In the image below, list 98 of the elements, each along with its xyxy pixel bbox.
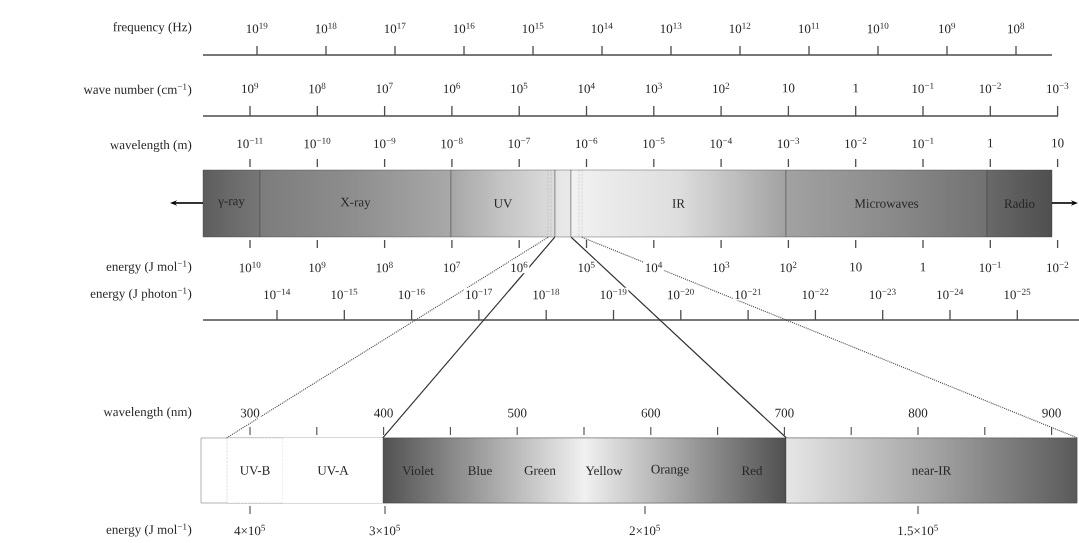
tick-label: 10$^{9}$	[937, 21, 957, 35]
band-label: Orange	[651, 464, 689, 477]
spectrum-band: near-IR	[785, 437, 1078, 504]
band-label: Green	[524, 466, 556, 475]
tick-label: 10$^{−6}$	[573, 136, 600, 150]
tick-label: 10$^{−2}$	[843, 136, 869, 150]
tick-label: 10$^{−22}$	[800, 287, 831, 301]
tick-label: 900	[1040, 407, 1063, 419]
tick-label: 10$^{−5}$	[641, 136, 667, 150]
spectrum-band: γ-ray	[202, 169, 261, 238]
axis-title: energy (J mol$^{−1}$)	[106, 260, 192, 274]
tick-label: 10$^{−9}$	[372, 136, 398, 150]
tick-label: 10$^{−17}$	[464, 287, 494, 301]
tick-label: 10$^{15}$	[520, 21, 546, 35]
tick-label: 10$^{−4}$	[708, 136, 734, 150]
tick-label: 10$^{−19}$	[598, 287, 629, 301]
axis-title: frequency (Hz)	[113, 22, 192, 34]
tick-label: 10	[780, 82, 796, 94]
zoom-line	[226, 236, 549, 439]
tick-label: 10$^{16}$	[451, 21, 477, 35]
tick-label: 10$^{3}$	[643, 81, 664, 95]
tick-label: 10$^{8}$	[374, 260, 395, 274]
tick-label: 10$^{−2}$	[1045, 260, 1071, 274]
tick-label: 10$^{−3}$	[775, 136, 801, 150]
tick-label: 10$^{2}$	[711, 81, 732, 95]
tick-label: 10$^{2}$	[778, 260, 799, 274]
axis-title: wavelength (m)	[109, 140, 192, 152]
node-label: UV-A	[317, 466, 349, 475]
tick-label: 1.5×10$^{5}$	[896, 523, 940, 537]
tick-label: 10$^{13}$	[658, 21, 684, 35]
spectrum-band	[554, 169, 572, 238]
tick-label: 600	[640, 407, 662, 419]
tick-label: 10$^{−16}$	[396, 287, 427, 301]
tick-label: 10	[1050, 137, 1066, 149]
tick-label: 10$^{9}$	[240, 81, 261, 95]
tick-label: 10$^{−1}$	[910, 81, 936, 95]
axis-title: wavelength (nm)	[103, 407, 192, 419]
tick-label: 800	[907, 407, 929, 419]
tick-label: 400	[372, 407, 395, 419]
tick-label: 10$^{19}$	[244, 21, 270, 35]
axis-title: energy (J mol$^{−1}$)	[106, 523, 192, 537]
tick-label: 10$^{−20}$	[665, 287, 696, 301]
tick-label: 10$^{14}$	[589, 21, 615, 35]
tick-label: 10$^{−21}$	[733, 287, 763, 301]
tick-label: 10$^{7}$	[441, 260, 462, 274]
tick-label: 700	[773, 407, 796, 419]
zoom-line	[382, 236, 556, 439]
tick-label: 10$^{−10}$	[302, 136, 333, 150]
tick-label: 10$^{−18}$	[531, 287, 562, 301]
tick-label: 10$^{−1}$	[977, 260, 1003, 274]
tick-label: 10$^{11}$	[796, 21, 822, 35]
tick-label: 10$^{−24}$	[935, 287, 965, 301]
tick-label: 10$^{−14}$	[262, 287, 292, 301]
tick-label: 10$^{−7}$	[506, 136, 532, 150]
tick-label: 10$^{6}$	[441, 81, 462, 95]
band-label: Blue	[468, 465, 492, 476]
tick-label: 10$^{4}$	[576, 81, 597, 95]
tick-label: 10$^{4}$	[643, 260, 664, 274]
band-label: Red	[741, 465, 763, 476]
tick-label: 10	[848, 261, 864, 273]
band-label: Yellow	[585, 465, 623, 476]
tick-label: 300	[239, 407, 261, 419]
tick-label: 1	[851, 82, 860, 94]
tick-label: 4×10$^{5}$	[233, 523, 267, 537]
tick-label: 10$^{17}$	[382, 21, 408, 35]
axis-title: energy (J photon$^{−1}$)	[90, 287, 192, 301]
tick-label: 3×10$^{5}$	[368, 523, 402, 537]
axis-title: wave number (cm$^{−1}$)	[83, 83, 192, 97]
tick-label: 10$^{10}$	[237, 260, 263, 274]
tick-label: 10$^{−3}$	[1045, 81, 1071, 95]
tick-label: 10$^{−25}$	[1002, 287, 1033, 301]
zoom-line	[581, 236, 1078, 439]
zoom-line	[570, 236, 787, 439]
tick-label: 10$^{5}$	[576, 260, 597, 274]
band-label: Violet	[402, 465, 434, 476]
tick-label: 10$^{−8}$	[439, 136, 465, 150]
spectrum-band: Radio	[986, 169, 1053, 238]
tick-label: 10$^{−23}$	[867, 287, 898, 301]
spectrum-band: UV-B	[226, 437, 284, 504]
tick-label: 500	[506, 407, 528, 419]
tick-label: 10$^{8}$	[1006, 21, 1026, 35]
tick-label: 10$^{5}$	[509, 81, 530, 95]
tick-label: 10$^{12}$	[727, 21, 753, 35]
tick-label: 10$^{−1}$	[910, 136, 936, 150]
tick-label: 10$^{9}$	[307, 260, 328, 274]
tick-label: 1	[986, 137, 995, 149]
tick-label: 10$^{18}$	[313, 21, 339, 35]
tick-label: 1	[918, 261, 928, 273]
spectrum-band: UV-A	[283, 438, 383, 503]
tick-label: 10$^{6}$	[509, 260, 530, 274]
tick-label: 10$^{3}$	[711, 260, 732, 274]
tick-label: 10$^{−15}$	[329, 287, 360, 301]
tick-label: 10$^{10}$	[865, 21, 891, 35]
tick-label: 2×10$^{5}$	[628, 523, 662, 537]
tick-label: 10$^{−11}$	[235, 136, 265, 150]
tick-label: 10$^{−2}$	[977, 81, 1003, 95]
tick-label: 10$^{7}$	[374, 81, 395, 95]
tick-label: 10$^{8}$	[307, 81, 328, 95]
